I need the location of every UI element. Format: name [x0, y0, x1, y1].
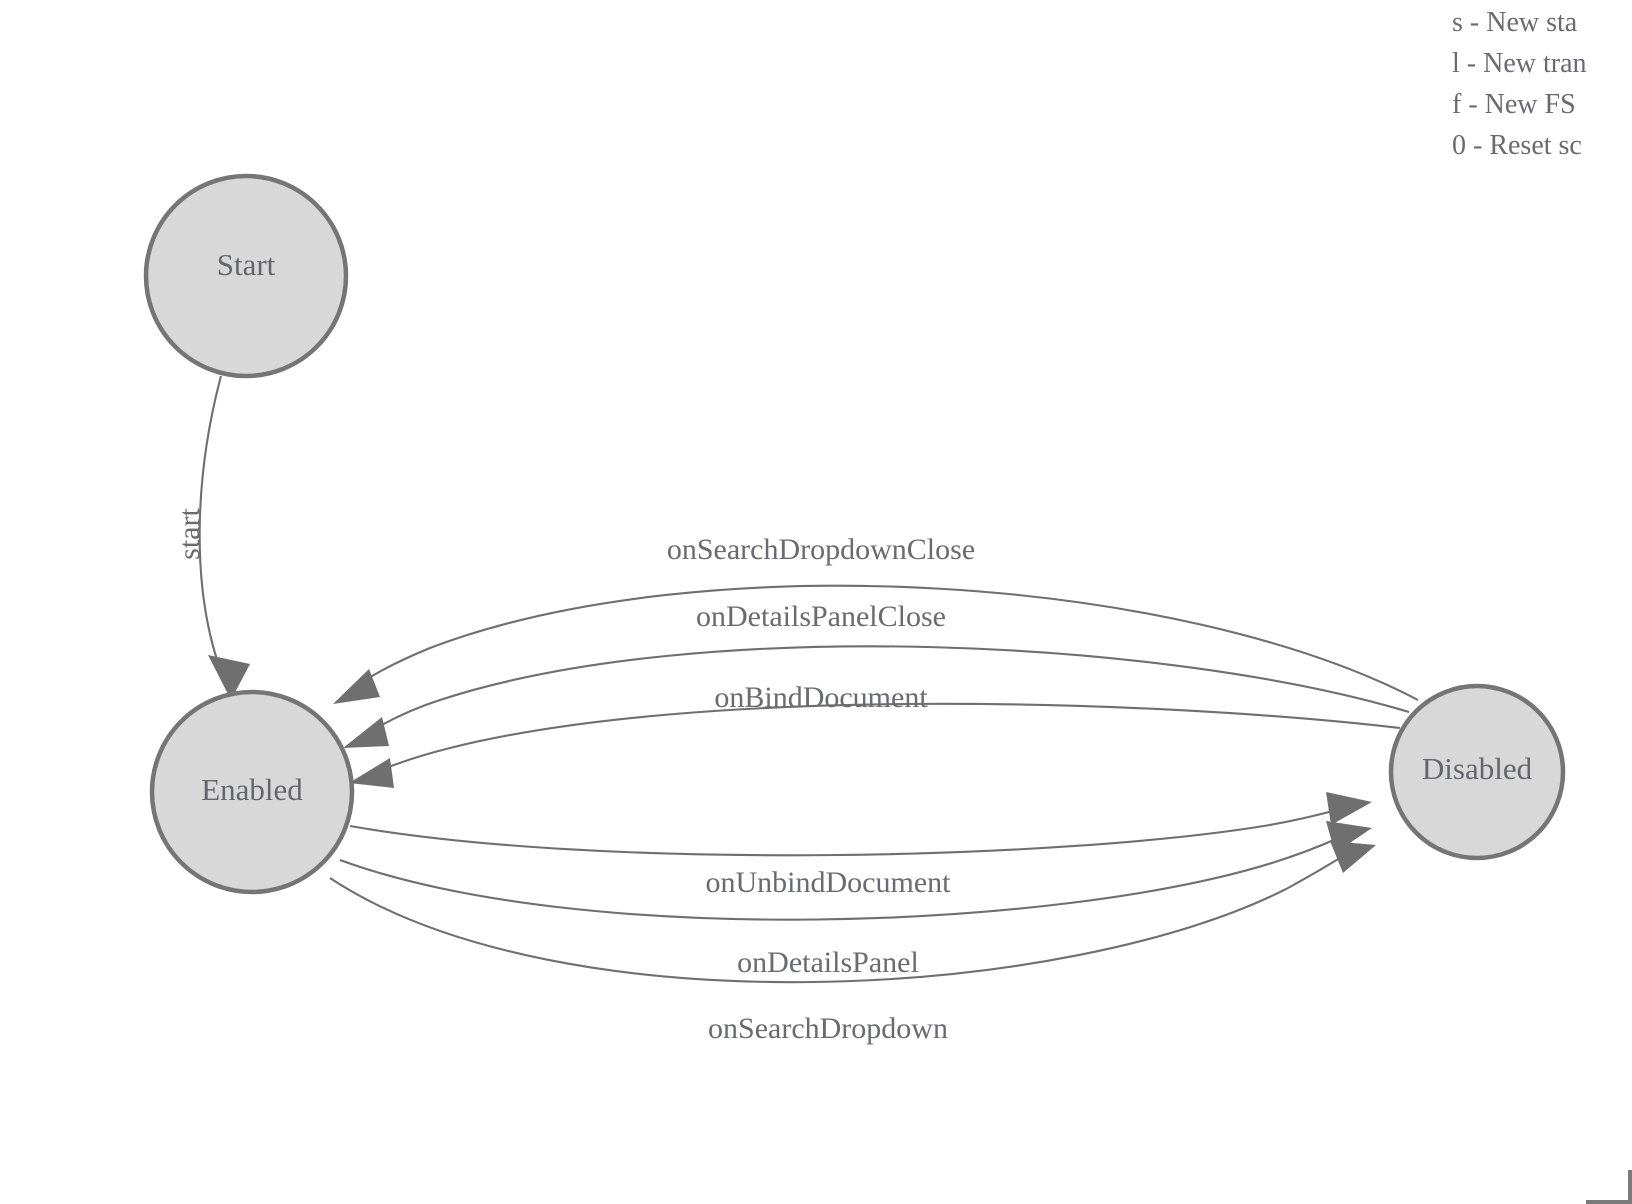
transition-enabled-to-disabled-detailspanel[interactable]: onDetailsPanel — [339, 821, 1372, 979]
transition-edge-line[interactable] — [329, 855, 1344, 984]
state-circle[interactable] — [143, 173, 349, 379]
help-line: 0 - Reset sc — [1452, 130, 1582, 161]
transition-arrowhead — [333, 669, 380, 704]
transition-arrowhead — [1326, 792, 1372, 825]
transition-edge-line[interactable] — [385, 702, 1401, 769]
transition-enabled-to-disabled-unbinddocument[interactable]: onUnbindDocument — [349, 792, 1372, 899]
transition-enabled-to-disabled-searchdropdown[interactable]: onSearchDropdown — [329, 841, 1376, 1045]
help-line: l - New tran — [1452, 48, 1587, 79]
transition-arrowhead — [349, 758, 394, 788]
transition-edge-line[interactable] — [377, 645, 1410, 728]
state-label: Enabled — [201, 772, 303, 807]
transition-label: onBindDocument — [714, 681, 928, 714]
state-node-disabled[interactable]: Disabled — [1388, 683, 1566, 861]
help-overlay: s - New sta l - New tran f - New FS 0 - … — [1422, 0, 1632, 166]
state-circle[interactable] — [149, 689, 355, 895]
transition-label: onDetailsPanel — [737, 946, 919, 979]
help-line: f - New FS — [1452, 89, 1576, 120]
transition-disabled-to-enabled-searchdropdownclose[interactable]: onSearchDropdownClose — [333, 533, 1419, 704]
transition-edge-line[interactable] — [349, 809, 1334, 857]
transition-label: onSearchDropdownClose — [667, 533, 975, 566]
state-label: Disabled — [1422, 751, 1533, 786]
transition-label: onSearchDropdown — [708, 1012, 948, 1045]
transition-label: onUnbindDocument — [706, 866, 952, 899]
state-node-start[interactable]: Start — [143, 173, 349, 379]
transition-disabled-to-enabled-binddocument[interactable]: onBindDocument — [349, 681, 1401, 788]
transition-edge-line[interactable] — [366, 584, 1419, 701]
transition-edge-line[interactable] — [339, 838, 1337, 921]
transition-label: onDetailsPanelClose — [696, 600, 946, 633]
transition-arrowhead — [1330, 841, 1376, 873]
transition-arrowhead — [208, 655, 250, 700]
transition-arrowhead — [343, 717, 389, 748]
state-label: Start — [217, 247, 276, 282]
help-line: s - New sta — [1452, 7, 1578, 38]
transition-label: start — [173, 508, 206, 560]
transition-edge-line[interactable] — [198, 375, 223, 667]
transition-start-to-enabled[interactable]: start — [173, 375, 250, 700]
panel-corner-mark — [1586, 1170, 1632, 1204]
state-node-enabled[interactable]: Enabled — [149, 689, 355, 895]
transition-disabled-to-enabled-detailspanelclose[interactable]: onDetailsPanelClose — [343, 600, 1410, 748]
state-circle[interactable] — [1388, 683, 1566, 861]
